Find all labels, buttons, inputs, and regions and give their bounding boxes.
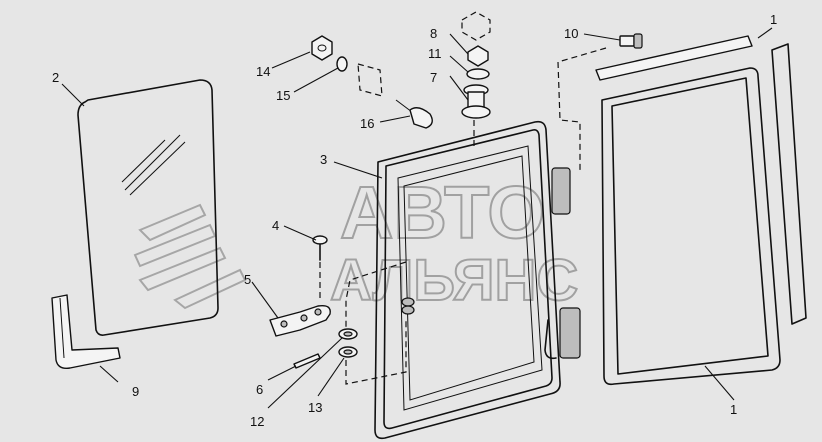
callout-3: 3 (320, 152, 327, 167)
part-5-latch (269, 304, 331, 337)
callout-12: 12 (250, 414, 264, 429)
part-14-nut (311, 35, 333, 61)
callout-11: 11 (428, 46, 442, 61)
leader-lines (61, 27, 773, 409)
part-3-door-frame (374, 120, 581, 440)
callout-13: 13 (308, 400, 322, 415)
callout-1-top: 1 (770, 12, 777, 27)
part-2-glass (77, 79, 219, 336)
part-13-washer (338, 346, 358, 358)
part-7-pin (461, 84, 491, 119)
callout-15: 15 (276, 88, 290, 103)
watermark-logo: АВТО АЛЬЯНС (133, 170, 579, 314)
assembly-lines (319, 47, 607, 385)
callout-9: 9 (132, 384, 139, 399)
callout-1-bottom: 1 (730, 402, 737, 417)
part-12-washer (338, 328, 358, 340)
part-10-bolt (619, 33, 643, 49)
callout-7: 7 (430, 70, 437, 85)
part-6-spring (293, 353, 321, 369)
watermark-line1: АВТО (340, 171, 545, 254)
part-11-washer (466, 68, 490, 80)
callout-2: 2 (52, 70, 59, 85)
callout-labels: 1 1 2 3 4 5 6 7 8 9 10 11 12 13 14 15 16 (52, 12, 777, 429)
part-4-screw (312, 235, 328, 261)
part-15-washer (336, 56, 348, 72)
part-16-stop (357, 63, 433, 129)
callout-4: 4 (272, 218, 279, 233)
part-9-channel (51, 294, 121, 370)
callout-5: 5 (244, 272, 251, 287)
callout-14: 14 (256, 64, 270, 79)
callout-10: 10 (564, 26, 578, 41)
callout-16: 16 (360, 116, 374, 131)
watermark-line2: АЛЬЯНС (330, 248, 578, 313)
watermark-emblem (133, 203, 247, 310)
part-1-seal-frame (595, 35, 807, 386)
callout-6: 6 (256, 382, 263, 397)
callout-8: 8 (430, 26, 437, 41)
part-8-nut (461, 11, 491, 67)
